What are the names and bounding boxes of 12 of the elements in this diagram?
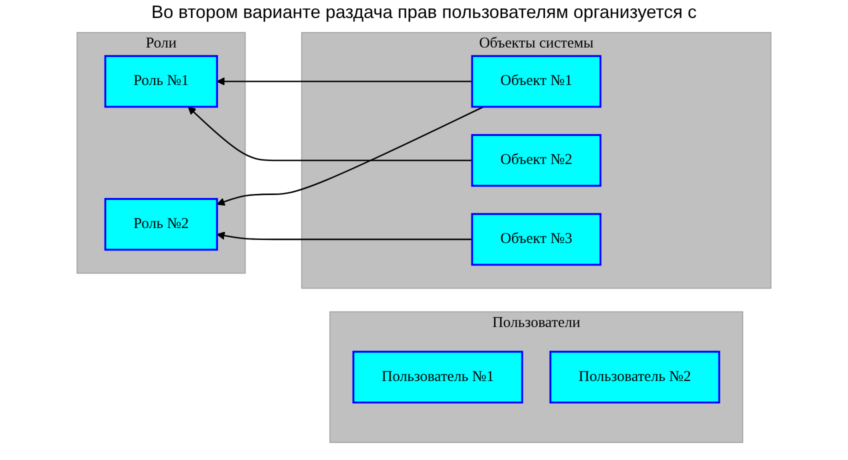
arrow: [216, 232, 472, 240]
node-box: Пользователь №2: [549, 350, 720, 404]
node-box: Объект №2: [471, 134, 602, 187]
arrow: [216, 106, 484, 206]
title: Во втором варианте раздача прав пользователям организуется с: [150, 2, 698, 23]
node-box: Пользователь №1: [352, 350, 524, 404]
arrow: [188, 106, 472, 162]
node-box: Объект №3: [471, 213, 602, 266]
node-box: Роль №2: [104, 198, 218, 251]
arrow: [216, 77, 472, 86]
node-box: Роль №1: [104, 55, 218, 108]
node-box: Объект №1: [471, 55, 602, 108]
